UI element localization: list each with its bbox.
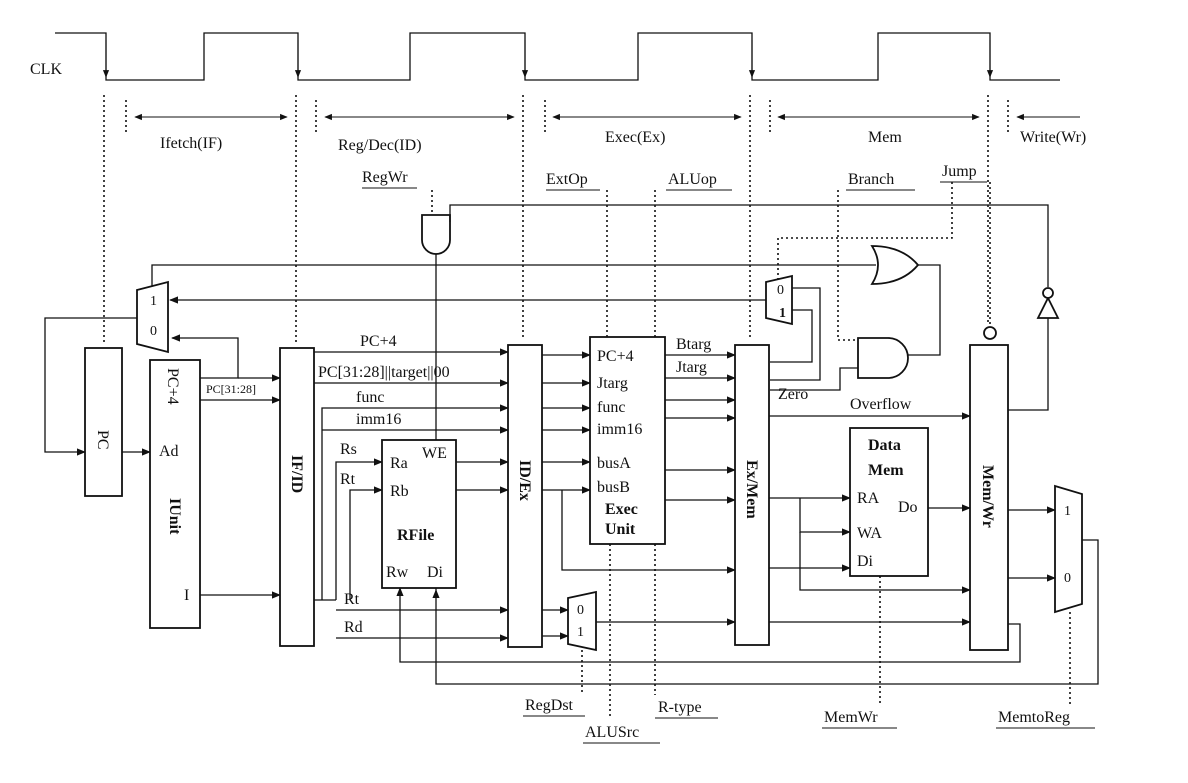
rfile-rw: Rw <box>386 564 409 581</box>
iunit-i: I <box>184 587 189 604</box>
ifid-register <box>279 347 315 647</box>
wire-target: PC[31:28]||target||00 <box>318 364 450 381</box>
exec-busa: busA <box>597 455 631 472</box>
datamem-title1: Data <box>868 437 901 454</box>
control-dotted-lines <box>431 182 953 341</box>
branch-and-gate <box>857 337 909 379</box>
rfile-block <box>381 439 457 589</box>
idex-register <box>507 344 543 648</box>
wire-jtarg: Jtarg <box>676 359 707 376</box>
exmem-label: Ex/Mem <box>743 460 760 519</box>
memwr-label: Mem/Wr <box>979 465 996 528</box>
wire-rt: Rt <box>340 471 356 488</box>
wire-zero: Zero <box>778 386 808 403</box>
wire-pc3128: PC[31:28] <box>206 382 256 396</box>
datamem-wa: WA <box>857 525 882 542</box>
svg-text:1: 1 <box>577 625 584 640</box>
wire-overflow: Overflow <box>850 396 912 413</box>
wire-rd: Rd <box>344 619 363 636</box>
svg-text:1: 1 <box>150 294 157 309</box>
svg-text:0: 0 <box>150 324 157 339</box>
signal-branch: Branch <box>848 171 894 188</box>
signal-aluop: ALUop <box>668 171 717 188</box>
stage-regdec: Reg/Dec(ID) <box>338 137 422 154</box>
datamem-ra: RA <box>857 490 880 507</box>
wire-btarg: Btarg <box>676 336 711 353</box>
stage-write: Write(Wr) <box>1020 129 1086 146</box>
rfile-we: WE <box>422 445 447 462</box>
datamem-do: Do <box>898 499 918 516</box>
exec-pc4: PC+4 <box>597 348 634 365</box>
signal-rtype: R-type <box>658 699 702 716</box>
exec-title2: Unit <box>605 521 636 538</box>
wire-rs: Rs <box>340 441 357 458</box>
svg-text:0: 0 <box>577 603 584 618</box>
branch-mux <box>765 274 793 326</box>
rfile-title: RFile <box>397 527 434 544</box>
idex-label: ID/Ex <box>516 460 533 501</box>
signal-alusrc: ALUSrc <box>585 724 639 741</box>
iunit-title: IUnit <box>166 498 183 535</box>
iunit-block <box>149 359 201 629</box>
regdst-mux <box>567 590 597 652</box>
regwr-and-gate <box>421 214 451 255</box>
svg-text:1: 1 <box>779 306 786 321</box>
inverter-gate <box>1036 295 1060 319</box>
datamem-title2: Mem <box>868 462 904 479</box>
pc-label: PC <box>94 430 111 450</box>
svg-text:0: 0 <box>777 283 784 298</box>
wire-rt2: Rt <box>344 591 360 608</box>
pc-register <box>84 347 123 497</box>
exec-unit-block <box>589 336 666 545</box>
clock-edge-lines <box>103 95 1009 345</box>
exec-func: func <box>597 399 625 416</box>
svg-text:0: 0 <box>1064 571 1071 586</box>
signal-regwr: RegWr <box>362 169 408 186</box>
rfile-rb: Rb <box>390 483 409 500</box>
exec-title1: Exec <box>605 501 638 518</box>
stage-exec: Exec(Ex) <box>605 129 665 146</box>
stage-mem: Mem <box>868 129 902 146</box>
bottom-control-dotted <box>581 544 1071 718</box>
iunit-pc4: PC+4 <box>164 368 181 405</box>
signal-memwr: MemWr <box>824 709 878 726</box>
svg-text:1: 1 <box>1064 504 1071 519</box>
memwr-register <box>969 344 1009 651</box>
memtoreg-mux <box>1054 484 1083 614</box>
signal-extop: ExtOp <box>546 171 588 188</box>
exec-busb: busB <box>597 479 630 496</box>
rfile-ra: Ra <box>390 455 408 472</box>
data-mem-block <box>849 427 929 577</box>
stage-ifetch: Ifetch(IF) <box>160 135 222 152</box>
jump-or-gate <box>870 245 920 285</box>
exec-jtarg: Jtarg <box>597 375 628 392</box>
pc-mux <box>136 280 169 354</box>
rfile-di: Di <box>427 564 444 581</box>
signal-regdst: RegDst <box>525 697 574 714</box>
iunit-ad: Ad <box>159 443 179 460</box>
signal-jump: Jump <box>942 163 977 180</box>
signal-memtoreg: MemtoReg <box>998 709 1070 726</box>
datamem-di: Di <box>857 553 874 570</box>
exec-imm16: imm16 <box>597 421 642 438</box>
wire-func: func <box>356 389 384 406</box>
clock-label: CLK <box>30 61 62 78</box>
ifid-label: IF/ID <box>288 455 305 493</box>
wire-imm16: imm16 <box>356 411 401 428</box>
exmem-register <box>734 344 770 646</box>
wire-pc4: PC+4 <box>360 333 397 350</box>
clock-waveform <box>55 32 1060 81</box>
